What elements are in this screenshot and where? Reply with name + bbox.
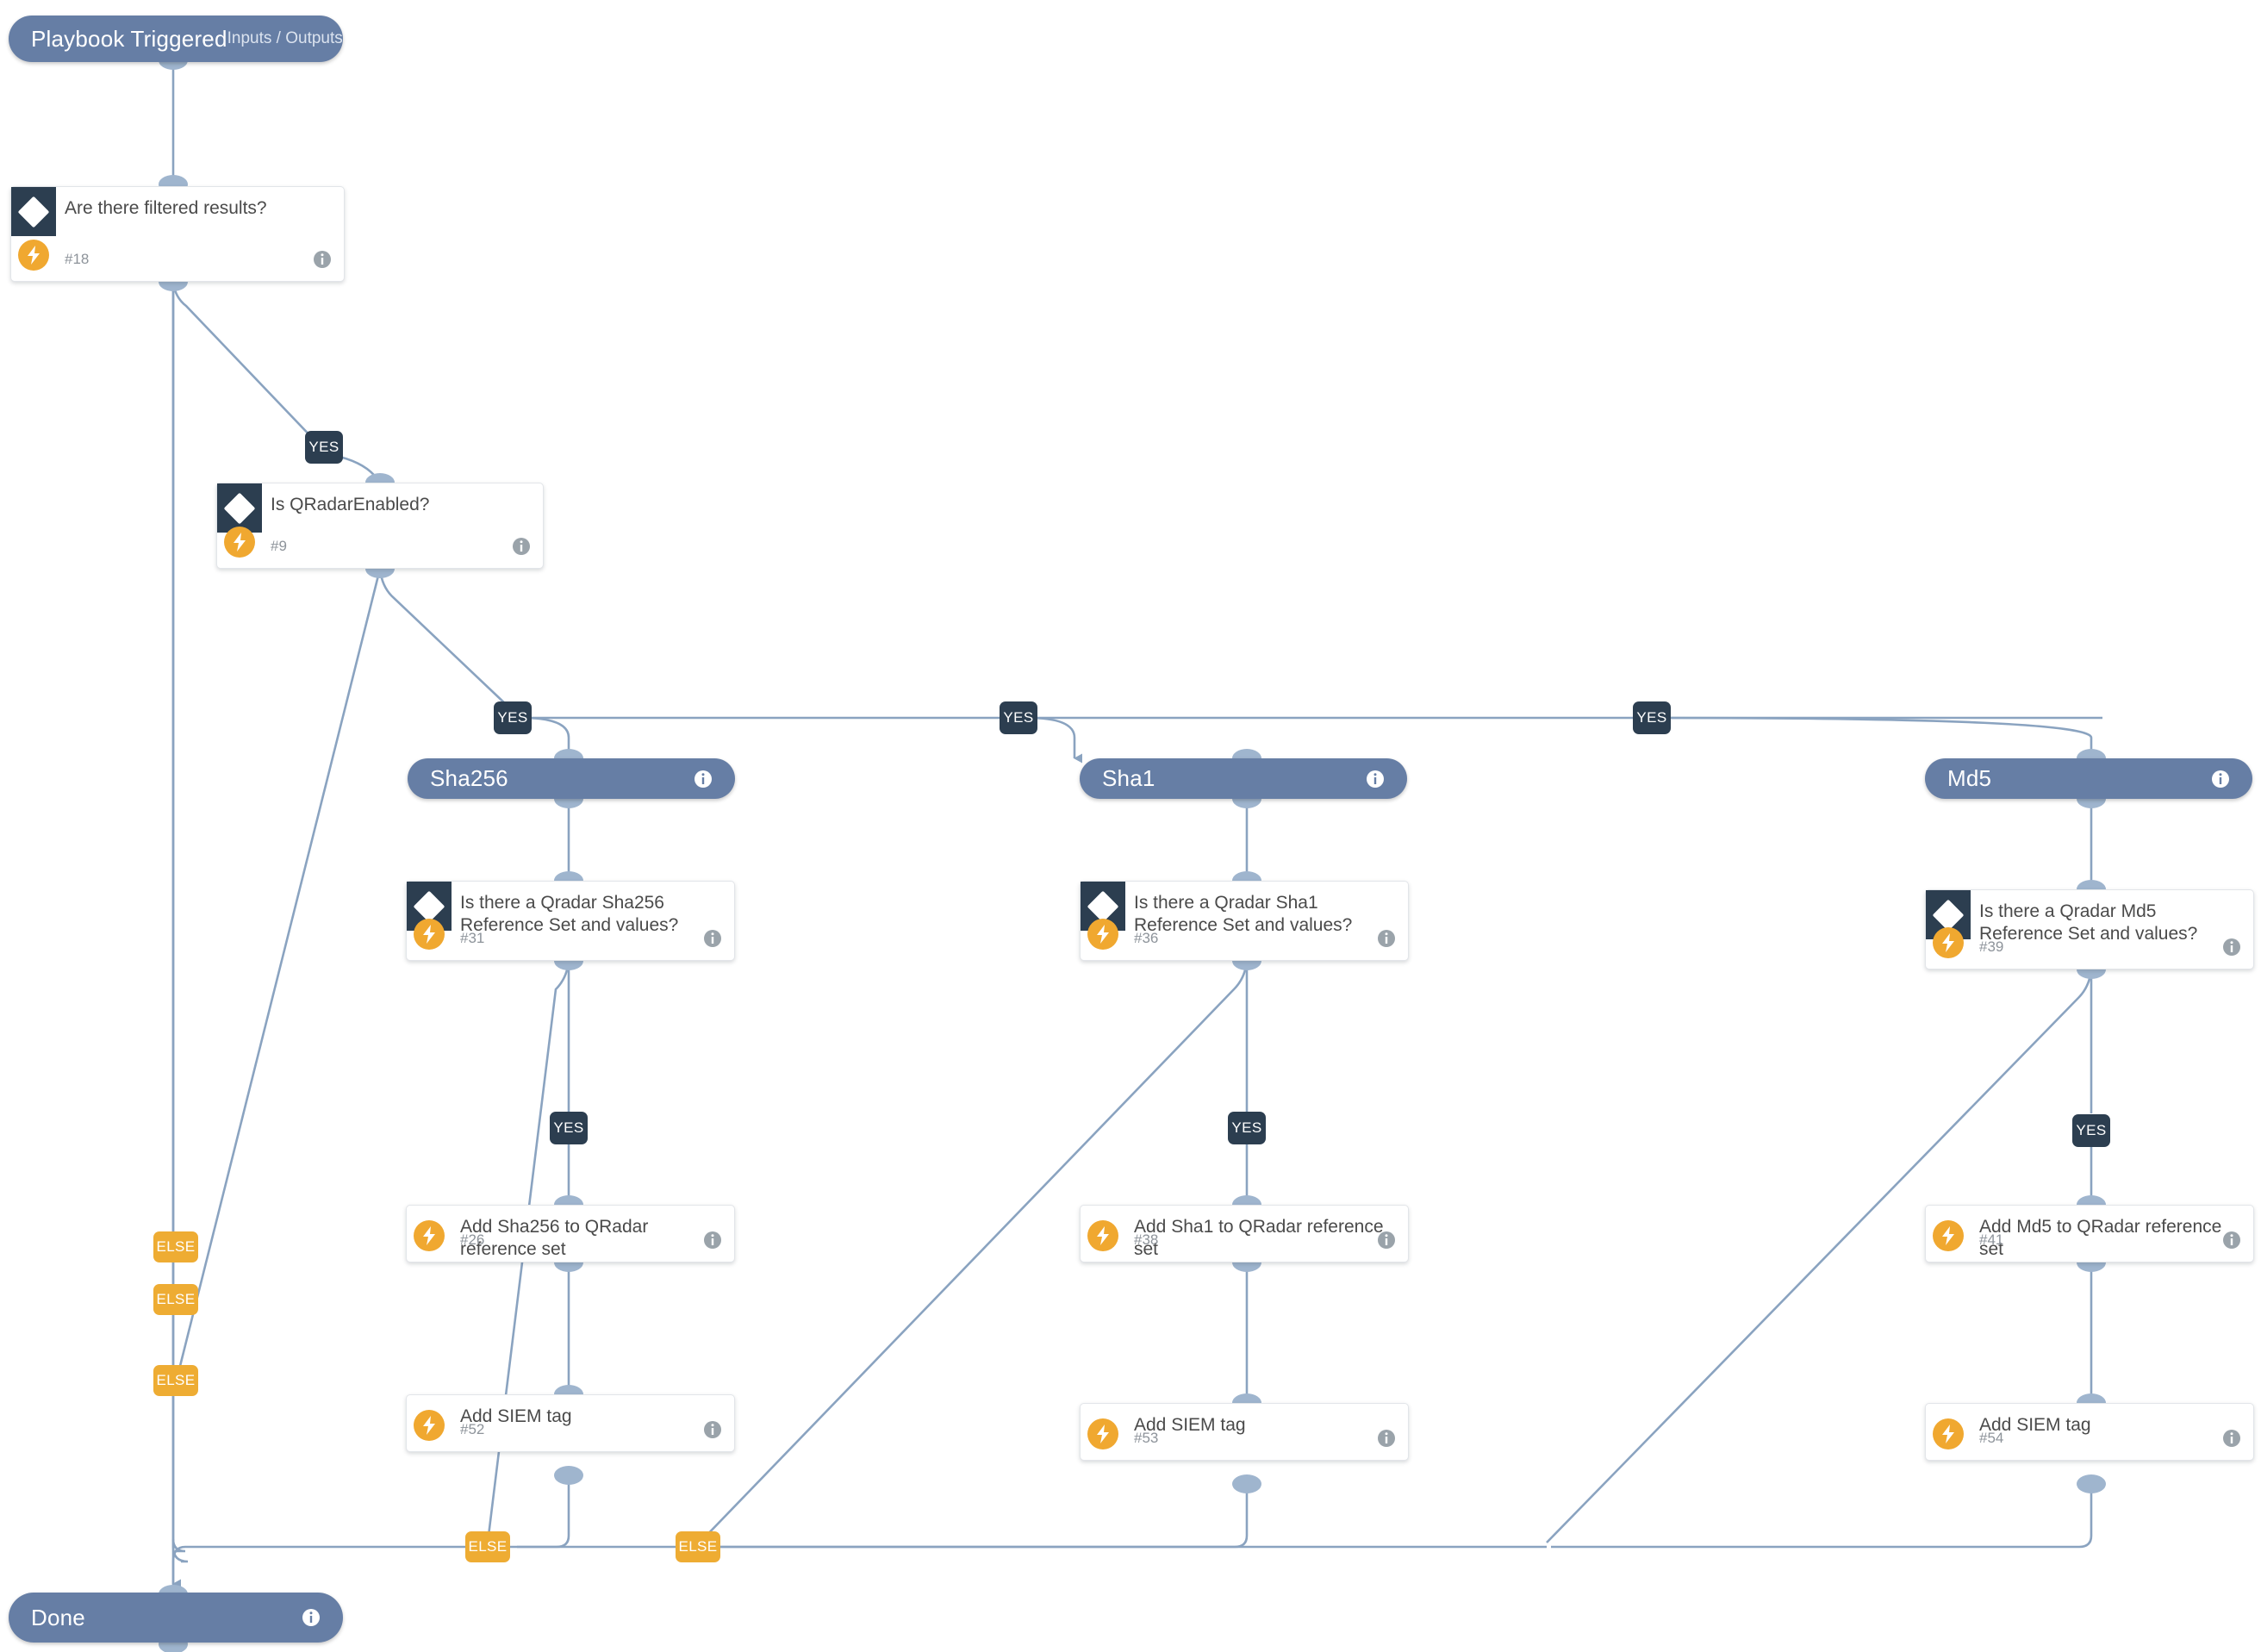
edge-label-else-a: ELSE xyxy=(153,1231,198,1262)
node-add-sha256-to-qradar-reference-set[interactable]: Add Sha256 to QRadar reference set #26 xyxy=(406,1205,735,1262)
lightning-bolt-icon xyxy=(18,240,49,271)
node-title: Sha256 xyxy=(430,765,508,791)
edge-label-else-sha256-bottom: ELSE xyxy=(465,1531,510,1562)
edge-label-else-b: ELSE xyxy=(153,1284,198,1315)
lightning-bolt-icon xyxy=(1087,1220,1118,1251)
node-add-siem-tag-sha1[interactable]: Add SIEM tag #53 xyxy=(1080,1403,1409,1461)
info-icon[interactable] xyxy=(703,1231,722,1250)
edge-label-else-c: ELSE xyxy=(153,1365,198,1396)
edge-label-yes-to-sha1: YES xyxy=(1000,701,1037,734)
inputs-outputs-label: Inputs / Outputs xyxy=(227,29,343,47)
edge-label-else-sha1-bottom: ELSE xyxy=(676,1531,720,1562)
node-id: #18 xyxy=(65,251,90,267)
info-icon[interactable] xyxy=(302,1608,321,1627)
lightning-bolt-icon xyxy=(1087,1418,1118,1449)
diamond-icon xyxy=(11,187,56,236)
lightning-bolt-icon xyxy=(1933,927,1964,958)
node-title: Playbook Triggered xyxy=(31,25,227,52)
node-title: Are there filtered results? xyxy=(65,198,267,218)
node-add-siem-tag-sha256[interactable]: Add SIEM tag #52 xyxy=(406,1394,735,1452)
lightning-bolt-icon xyxy=(1087,919,1118,950)
node-add-siem-tag-md5[interactable]: Add SIEM tag #54 xyxy=(1925,1403,2254,1461)
info-icon[interactable] xyxy=(2222,1429,2241,1448)
lightning-bolt-icon xyxy=(224,527,255,558)
node-group-md5[interactable]: Md5 xyxy=(1925,758,2252,799)
node-title: Md5 xyxy=(1947,765,1992,791)
node-group-sha1[interactable]: Sha1 xyxy=(1080,758,1407,799)
info-icon[interactable] xyxy=(703,929,722,948)
info-icon[interactable] xyxy=(694,770,713,789)
node-id: #41 xyxy=(1979,1231,2004,1248)
node-id: #36 xyxy=(1134,930,1159,946)
node-title: Done xyxy=(31,1604,85,1630)
node-id: #26 xyxy=(460,1231,485,1248)
node-title: Add Md5 to QRadar reference set xyxy=(1979,1217,2222,1259)
info-icon[interactable] xyxy=(1377,929,1396,948)
node-add-md5-to-qradar-reference-set[interactable]: Add Md5 to QRadar reference set #41 xyxy=(1925,1205,2254,1262)
node-are-there-filtered-results[interactable]: Are there filtered results? #18 xyxy=(10,186,345,282)
edge-label-yes-md5-add: YES xyxy=(2072,1114,2110,1147)
lightning-bolt-icon xyxy=(414,1410,445,1441)
node-title: Is there a Qradar Md5 Reference Set and … xyxy=(1979,901,2198,944)
node-title: Is there a Qradar Sha256 Reference Set a… xyxy=(460,893,679,935)
info-icon[interactable] xyxy=(1377,1429,1396,1448)
edge-label-yes-sha256-add: YES xyxy=(550,1112,588,1144)
node-id: #38 xyxy=(1134,1231,1159,1248)
info-icon[interactable] xyxy=(1366,770,1385,789)
info-icon[interactable] xyxy=(2211,770,2230,789)
info-icon[interactable] xyxy=(1377,1231,1396,1250)
node-id: #31 xyxy=(460,930,485,946)
info-icon[interactable] xyxy=(313,250,332,269)
info-icon[interactable] xyxy=(703,1420,722,1439)
node-playbook-triggered[interactable]: Playbook Triggered Inputs / Outputs xyxy=(9,16,343,62)
lightning-bolt-icon xyxy=(1933,1418,1964,1449)
node-is-qradar-enabled[interactable]: Is QRadarEnabled? #9 xyxy=(216,483,544,569)
diamond-icon xyxy=(217,483,262,533)
node-id: #53 xyxy=(1134,1430,1159,1446)
lightning-bolt-icon xyxy=(414,919,445,950)
node-id: #54 xyxy=(1979,1430,2004,1446)
lightning-bolt-icon xyxy=(414,1220,445,1251)
node-qradar-sha1-reference-set[interactable]: Is there a Qradar Sha1 Reference Set and… xyxy=(1080,881,1409,961)
node-title: Is QRadarEnabled? xyxy=(271,495,430,514)
node-title: Add SIEM tag xyxy=(1979,1415,2091,1435)
node-title: Is there a Qradar Sha1 Reference Set and… xyxy=(1134,893,1353,935)
node-group-sha256[interactable]: Sha256 xyxy=(408,758,735,799)
info-icon[interactable] xyxy=(2222,938,2241,957)
node-title: Sha1 xyxy=(1102,765,1155,791)
node-id: #39 xyxy=(1979,938,2004,955)
node-id: #52 xyxy=(460,1421,485,1437)
node-id: #9 xyxy=(271,538,287,554)
edge-label-yes-to-qradar: YES xyxy=(305,431,343,464)
node-add-sha1-to-qradar-reference-set[interactable]: Add Sha1 to QRadar reference set #38 xyxy=(1080,1205,1409,1262)
edge-label-yes-to-sha256: YES xyxy=(494,701,532,734)
node-title: Add SIEM tag xyxy=(460,1406,572,1426)
info-icon[interactable] xyxy=(512,537,531,556)
edge-label-yes-to-md5: YES xyxy=(1633,701,1671,734)
node-qradar-md5-reference-set[interactable]: Is there a Qradar Md5 Reference Set and … xyxy=(1925,889,2254,969)
info-icon[interactable] xyxy=(2222,1231,2241,1250)
node-qradar-sha256-reference-set[interactable]: Is there a Qradar Sha256 Reference Set a… xyxy=(406,881,735,961)
node-title: Add SIEM tag xyxy=(1134,1415,1246,1435)
node-done[interactable]: Done xyxy=(9,1593,343,1643)
node-title: Add Sha1 to QRadar reference set xyxy=(1134,1217,1384,1259)
edge-label-yes-sha1-add: YES xyxy=(1228,1112,1266,1144)
node-title: Add Sha256 to QRadar reference set xyxy=(460,1217,649,1259)
lightning-bolt-icon xyxy=(1933,1220,1964,1251)
